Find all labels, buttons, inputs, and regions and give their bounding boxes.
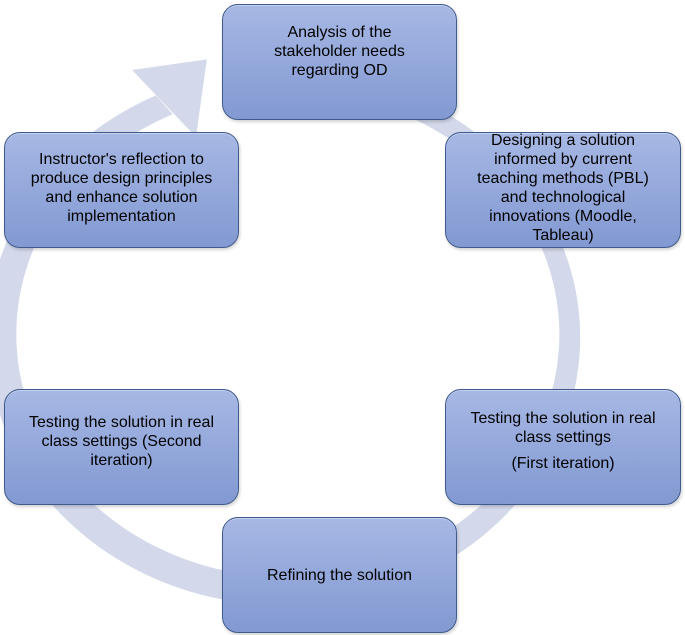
step-testing-second-iteration-label: Testing the solution in real class setti…	[29, 413, 214, 469]
step-analysis-label: Analysis of the stakeholder needs regard…	[274, 23, 405, 79]
step-testing-first-iteration-box: Testing the solution in real class setti…	[445, 389, 681, 505]
cycle-arrow-head	[132, 59, 207, 137]
step-designing-label: Designing a solution informed by current…	[477, 132, 649, 244]
step-reflection-box: Instructor's reflection to produce desig…	[4, 132, 239, 248]
step-testing-first-iteration-text: Testing the solution in real class setti…	[471, 390, 656, 492]
step-refining-label: Refining the solution	[267, 566, 412, 584]
step-testing-first-iteration-sublabel: (First iteration)	[511, 454, 615, 472]
step-testing-second-iteration-box: Testing the solution in real class setti…	[4, 389, 239, 505]
step-designing-box: Designing a solution informed by current…	[445, 132, 681, 248]
step-refining-box: Refining the solution	[222, 517, 457, 633]
step-testing-first-iteration-label: Testing the solution in real class setti…	[470, 409, 656, 446]
step-reflection-label: Instructor's reflection to produce desig…	[30, 151, 213, 225]
step-analysis-box: Analysis of the stakeholder needs regard…	[222, 4, 457, 120]
